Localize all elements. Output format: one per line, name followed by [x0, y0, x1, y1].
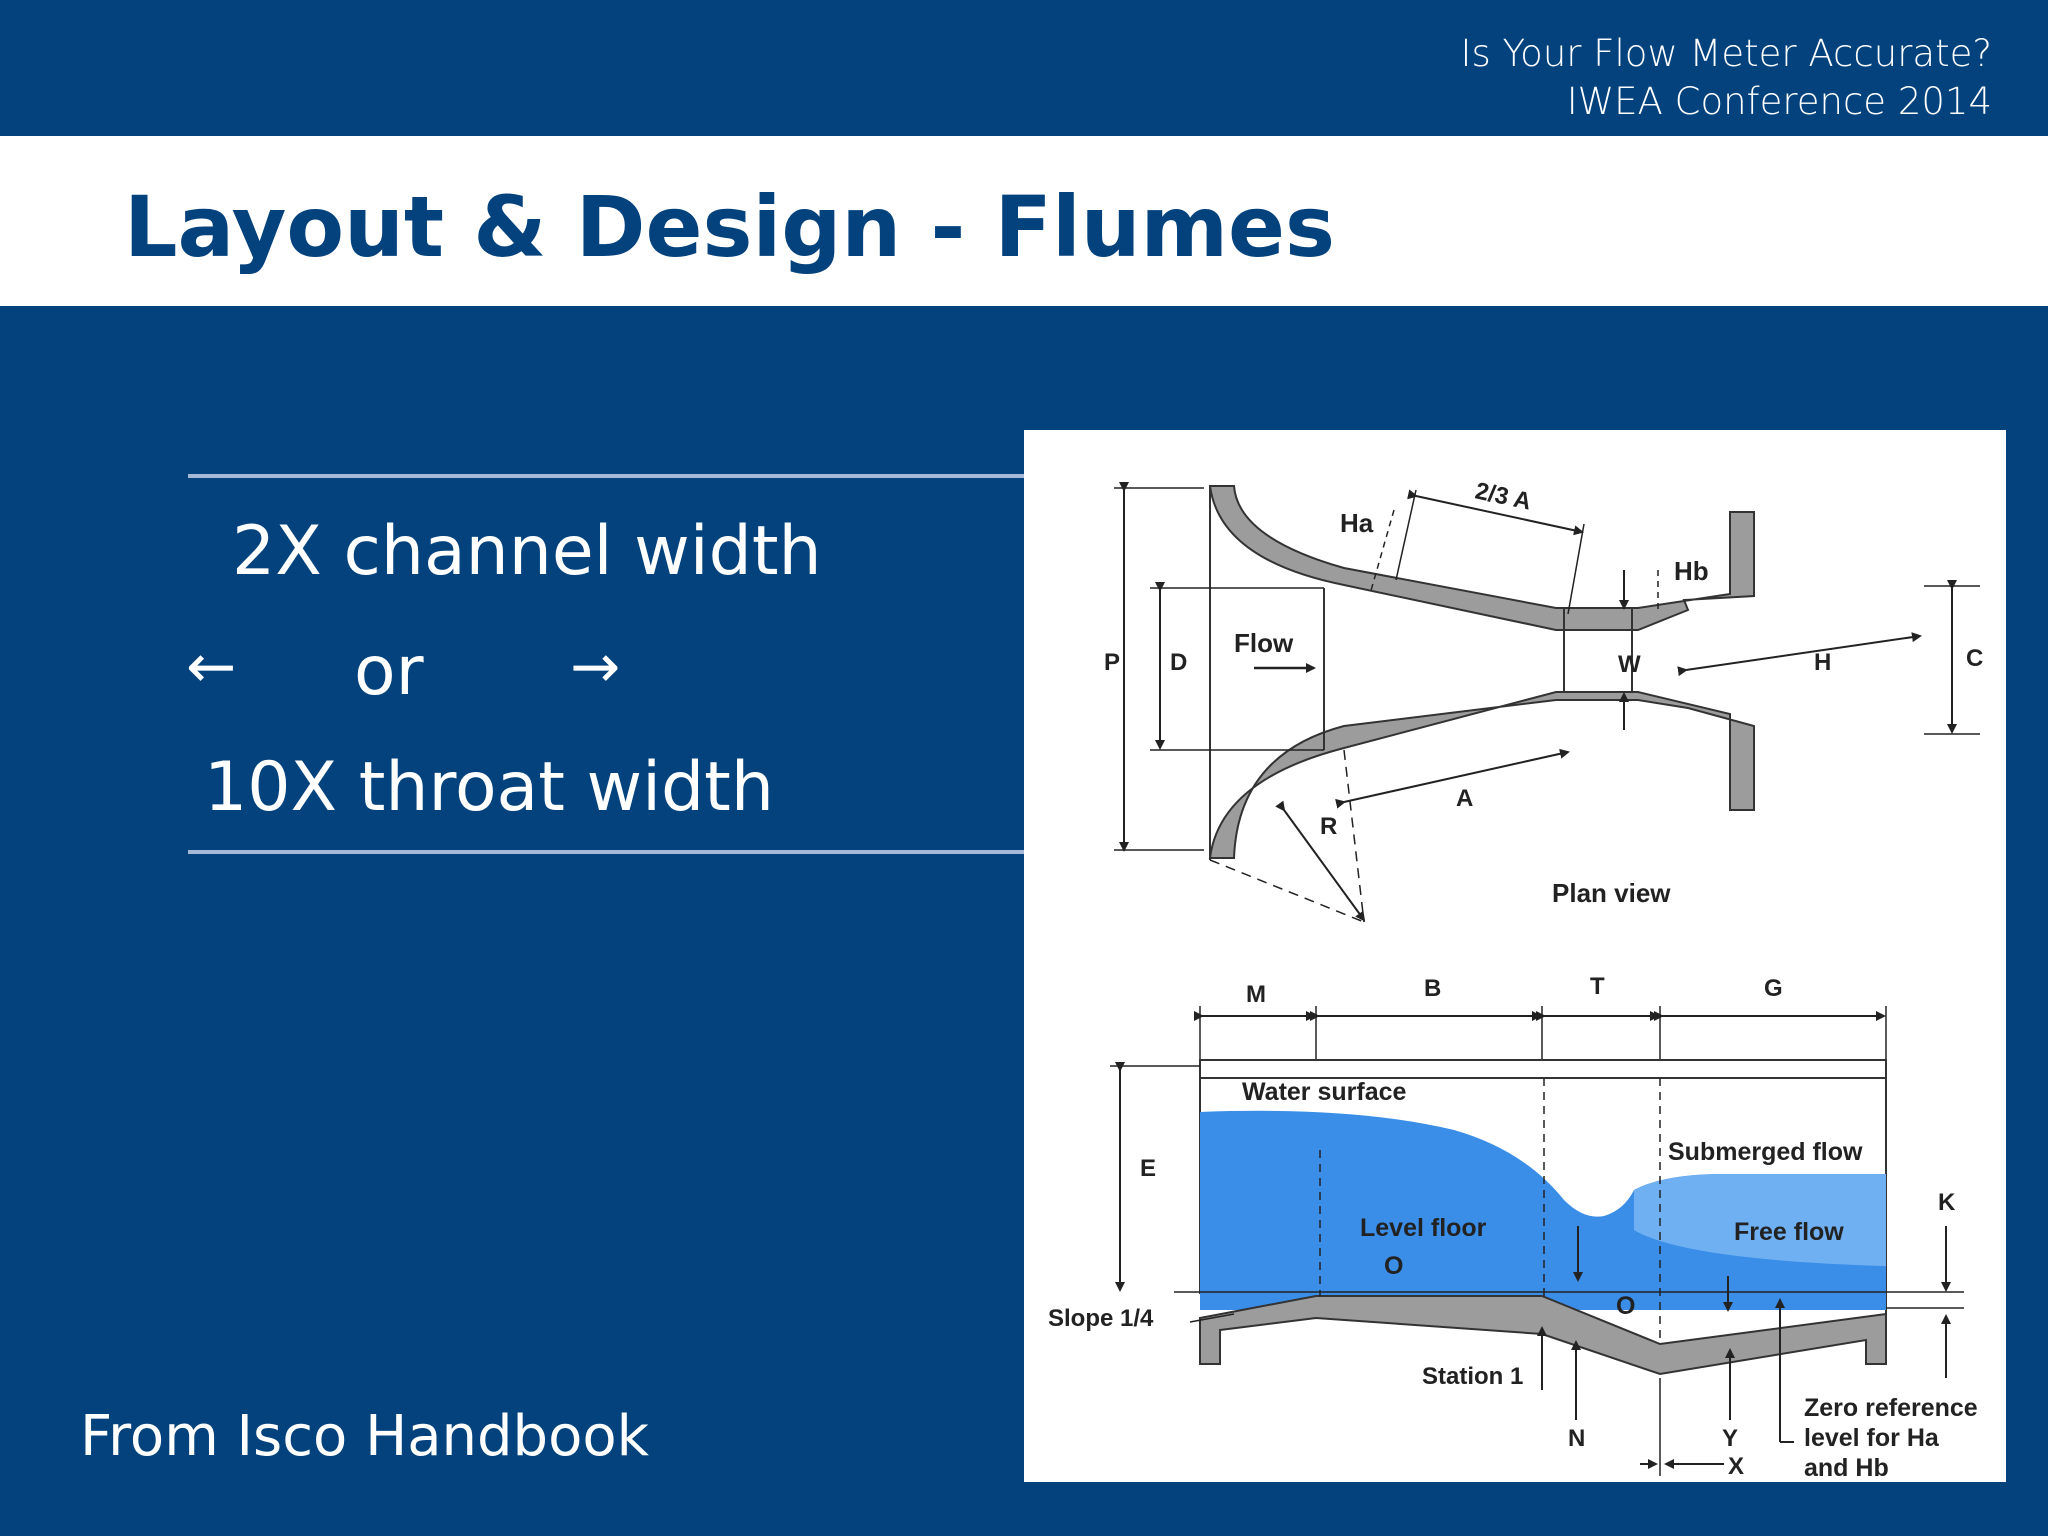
profile-floor [1199, 1295, 1887, 1376]
dim-m-label: M [1246, 981, 1266, 1008]
flume-diagram: P D Flow Ha 2/3 A Hb W H C A [1024, 430, 2006, 1482]
header-bar: Is Your Flow Meter Accurate? IWEA Confer… [0, 0, 2048, 136]
conference-info: Is Your Flow Meter Accurate? IWEA Confer… [1461, 30, 1992, 126]
dim-b-label: B [1424, 975, 1441, 1002]
or-text: or [354, 632, 424, 711]
station-label: Station 1 [1422, 1363, 1523, 1390]
zero-reference-line1: Zero reference [1804, 1394, 1978, 1422]
dim-p-label: P [1104, 649, 1120, 676]
level-floor-o-label: O [1384, 1252, 1403, 1280]
top-rule [188, 474, 1144, 478]
submerged-flow-label: Submerged flow [1668, 1138, 1863, 1166]
talk-title: Is Your Flow Meter Accurate? [1460, 32, 1992, 75]
dim-d-label: D [1170, 649, 1187, 676]
dim-y-label: Y [1722, 1425, 1738, 1452]
dim-k-label: K [1938, 1189, 1956, 1216]
dim-w-label: W [1618, 651, 1641, 678]
water-submerged [1200, 1110, 1886, 1310]
source-credit: From Isco Handbook [80, 1404, 650, 1469]
level-floor-label: Level floor [1360, 1214, 1487, 1242]
throat-width-text: 10X throat width [204, 748, 774, 827]
arrow-left-icon: ← [186, 632, 237, 702]
water-free-flow [1634, 1174, 1886, 1266]
flow-label: Flow [1234, 628, 1294, 658]
slide-title: Layout & Design - Flumes [124, 178, 1336, 276]
dim-h-label: H [1814, 649, 1831, 676]
dim-c-label: C [1966, 645, 1983, 672]
dim-x-label: X [1728, 1453, 1744, 1480]
dim-ha-label: Ha [1340, 508, 1374, 538]
dim-hb-label: Hb [1674, 556, 1709, 586]
zero-reference-line3: and Hb [1804, 1454, 1889, 1482]
dim-g-label: G [1764, 975, 1783, 1002]
slope-label: Slope 1/4 [1048, 1305, 1154, 1332]
plan-view-title: Plan view [1552, 878, 1671, 908]
plan-upper-wall [1208, 485, 1755, 631]
bottom-rule [188, 850, 1144, 854]
conference-name: IWEA Conference 2014 [1566, 80, 1992, 123]
plan-lower-wall [1208, 691, 1755, 859]
dim-a-label: A [1456, 785, 1473, 812]
zero-reference-line2: level for Ha [1804, 1424, 1940, 1452]
channel-width-text: 2X channel width [232, 512, 822, 591]
water-surface-label: Water surface [1242, 1078, 1407, 1106]
profile-view: M B T G E Water surface Submerged flow F… [1048, 973, 1978, 1482]
dim-r-label: R [1320, 813, 1337, 840]
o-mark-label: O [1616, 1292, 1635, 1320]
plan-view: P D Flow Ha 2/3 A Hb W H C A [1104, 477, 1983, 923]
free-flow-label: Free flow [1734, 1218, 1844, 1246]
dim-e-label: E [1140, 1155, 1156, 1182]
dim-n-label: N [1568, 1425, 1585, 1452]
arrow-right-icon: → [570, 632, 621, 702]
title-band [0, 136, 2048, 306]
dim-t-label: T [1590, 973, 1605, 1000]
